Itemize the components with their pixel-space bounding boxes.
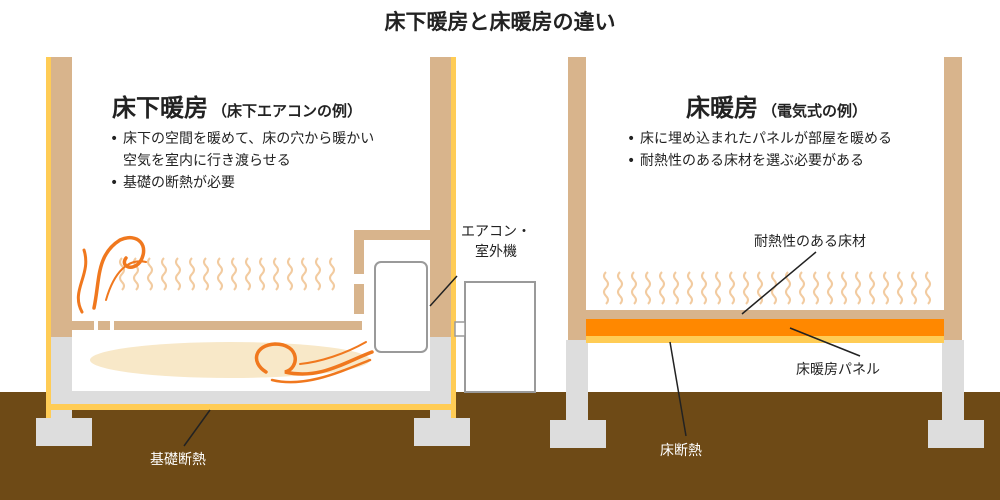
right-panel-title: 床暖房（電気式の例） — [686, 88, 867, 123]
footing-right — [414, 418, 470, 446]
right-panel-heading: 床暖房 — [686, 94, 758, 122]
foundation-slab — [72, 391, 430, 404]
left-wall-left — [51, 57, 72, 337]
foundation-wall-right — [430, 337, 451, 420]
outdoor-unit — [464, 281, 536, 393]
left-bullet-2: 基礎の断熱が必要 — [108, 172, 374, 194]
floor-segment-3 — [114, 321, 362, 330]
page-title: 床下暖房と床暖房の違い — [384, 10, 616, 34]
warm-air-swirl-lower — [254, 341, 374, 384]
floor-insulation — [586, 336, 944, 343]
right-footing-right — [928, 420, 984, 448]
floor-segment-1 — [72, 321, 94, 330]
left-bullet-list: 床下の空間を暖めて、床の穴から暖かい 空気を室内に行き渡らせる 基礎の断熱が必要 — [108, 128, 374, 194]
left-bullet-1: 床下の空間を暖めて、床の穴から暖かい — [108, 128, 374, 150]
outdoor-unit-pipe — [454, 321, 466, 337]
foundation-wall-left — [51, 337, 72, 420]
left-wall-right — [430, 57, 451, 337]
left-wall-insulation-left — [46, 57, 51, 420]
leader-aircon — [429, 275, 458, 307]
label-foundation-insulation: 基礎断熱 — [150, 452, 206, 468]
label-floor-insulation: 床断熱 — [660, 443, 702, 459]
leader-foundation-insulation — [183, 409, 211, 447]
right-foundation-right — [942, 340, 964, 422]
footing-left — [36, 418, 92, 446]
leader-floor-panel — [789, 327, 861, 357]
label-aircon: エアコン・ 室外機 — [452, 222, 540, 262]
foundation-insulation — [51, 404, 451, 410]
label-floor-heating-panel: 床暖房パネル — [796, 362, 880, 378]
aircon-unit — [374, 261, 428, 353]
floor-segment-2 — [98, 321, 110, 330]
heat-resistant-flooring — [586, 310, 944, 319]
right-wall-right — [944, 57, 962, 340]
right-heat-waves — [603, 271, 931, 305]
right-bullet-1: 床に埋め込まれたパネルが部屋を暖める — [625, 128, 892, 150]
left-heat-waves — [119, 257, 335, 291]
leader-flooring — [741, 251, 817, 315]
floor-heating-panel — [586, 319, 944, 336]
warm-air-pool — [90, 342, 370, 378]
right-foundation-left — [566, 340, 588, 422]
left-bullet-1-cont: 空気を室内に行き渡らせる — [123, 153, 291, 169]
right-wall-left — [568, 57, 586, 340]
aircon-housing-side-lower — [354, 284, 364, 314]
right-panel-subheading: （電気式の例） — [762, 102, 868, 120]
label-aircon-line2: 室外機 — [475, 244, 517, 260]
left-panel-heading: 床下暖房 — [112, 94, 208, 122]
right-footing-left — [550, 420, 606, 448]
right-bullet-list: 床に埋め込まれたパネルが部屋を暖める 耐熱性のある床材を選ぶ必要がある — [625, 128, 892, 172]
left-wall-insulation-right — [451, 57, 456, 420]
label-aircon-line1: エアコン・ — [461, 224, 531, 240]
leader-floor-insulation — [669, 341, 687, 437]
left-panel-subheading: （床下エアコンの例） — [212, 102, 363, 120]
aircon-housing-side — [354, 240, 364, 274]
aircon-housing-top — [354, 230, 430, 240]
left-panel-title: 床下暖房（床下エアコンの例） — [112, 88, 362, 123]
warm-air-swirl-upper — [76, 236, 147, 314]
right-bullet-2: 耐熱性のある床材を選ぶ必要がある — [625, 150, 892, 172]
label-heat-resistant-flooring: 耐熱性のある床材 — [754, 234, 866, 250]
